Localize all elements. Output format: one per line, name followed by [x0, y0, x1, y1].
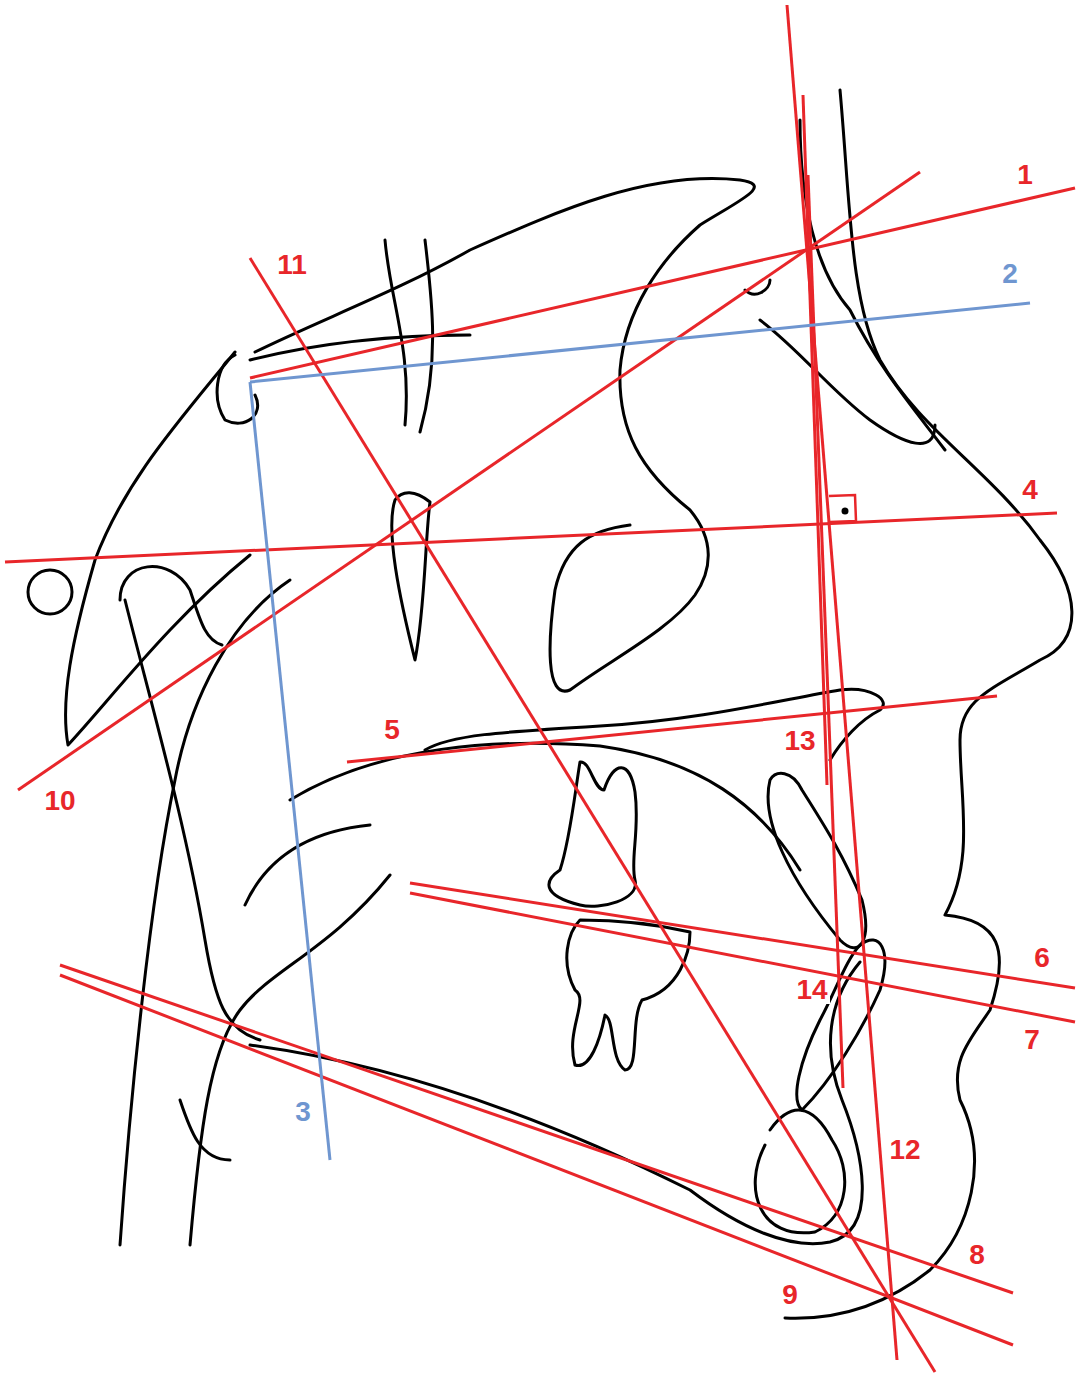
callout-number: 4	[1020, 476, 1040, 504]
red-reference-lines	[5, 5, 1075, 1372]
callout-number: 8	[967, 1241, 987, 1269]
callout-number: 12	[887, 1136, 922, 1164]
callout-number: 1	[1015, 161, 1035, 189]
callout-number: 10	[42, 787, 77, 815]
right-angle-dot	[842, 508, 849, 515]
callout-number: 5	[382, 716, 402, 744]
callout-number: 3	[293, 1098, 313, 1126]
callout-number: 13	[782, 727, 817, 755]
callout-number: 14	[794, 976, 829, 1004]
blue-reference-lines	[250, 303, 1030, 1160]
skull-outline	[28, 90, 1072, 1318]
callout-number: 11	[275, 251, 309, 279]
callout-number: 2	[1000, 260, 1020, 288]
callout-number: 7	[1022, 1026, 1042, 1054]
callout-number: 9	[780, 1281, 800, 1309]
callout-number: 6	[1032, 944, 1052, 972]
